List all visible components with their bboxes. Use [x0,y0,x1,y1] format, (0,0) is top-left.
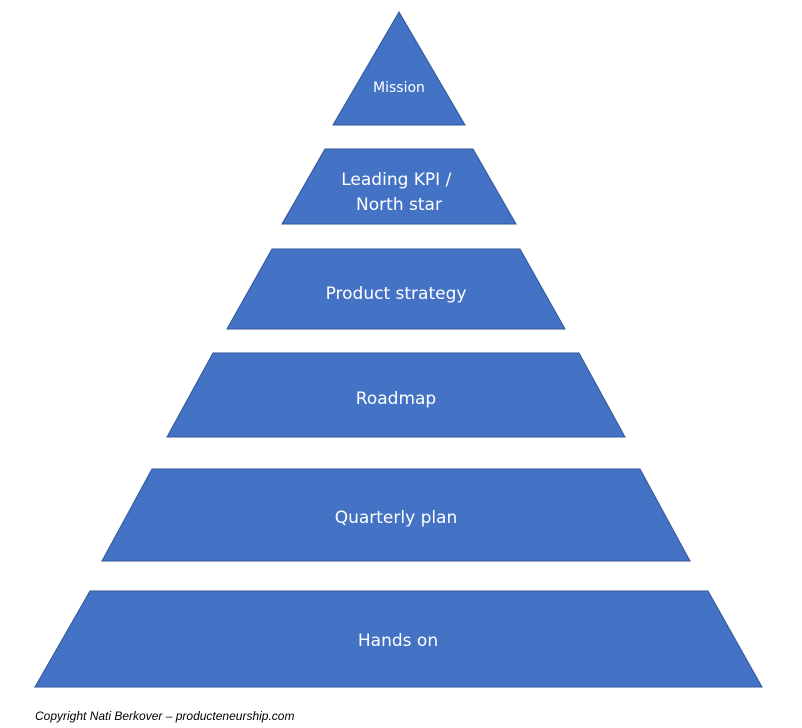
layer-hands-on-label: Hands on [358,631,438,651]
layer-roadmap-label: Roadmap [356,389,436,409]
layer-mission-shape [332,11,466,126]
layer-leading-kpi: Leading KPI / North star [281,148,517,225]
layer-quarterly-plan: Quarterly plan [101,468,691,562]
layer-quarterly-plan-shape [101,468,691,562]
layer-quarterly-plan-label: Quarterly plan [335,508,458,528]
layer-leading-kpi-label-line2: North star [356,195,442,215]
layer-mission-label: Mission [373,80,425,96]
layer-hands-on: Hands on [34,590,763,688]
layer-product-strategy: Product strategy [226,248,566,330]
layer-leading-kpi-label-line1: Leading KPI / [341,170,451,190]
layer-hands-on-shape [34,590,763,688]
layer-mission: Mission [332,11,466,126]
layer-product-strategy-shape [226,248,566,330]
layer-roadmap-shape [166,352,626,438]
copyright-footer: Copyright Nati Berkover – producteneursh… [35,709,295,723]
layer-roadmap: Roadmap [166,352,626,438]
layer-product-strategy-label: Product strategy [326,284,467,304]
layer-leading-kpi-label: Leading KPI / North star [341,170,456,215]
layer-leading-kpi-shape [281,148,517,225]
